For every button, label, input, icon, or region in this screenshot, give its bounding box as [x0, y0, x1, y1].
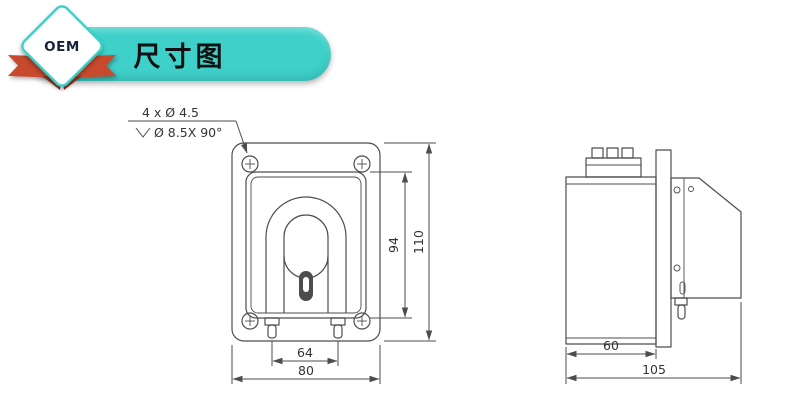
pump-housing-outer	[245, 171, 367, 319]
terminal-block	[585, 157, 642, 178]
left-nozzle-tube	[267, 324, 277, 339]
pump-head-screw	[688, 186, 694, 192]
terminal-pin	[591, 147, 604, 159]
hole-callout: 4 x Ø 4.5 Ø 8.5X 90°	[128, 105, 248, 154]
right-nozzle-collar	[330, 317, 346, 326]
screw-hole-circle	[241, 155, 259, 173]
screw-hole-circle	[353, 155, 371, 173]
side-nozzle-tube	[677, 304, 686, 320]
oem-diamond	[21, 5, 103, 87]
terminal-pin	[606, 147, 619, 159]
callout-line1: 4 x Ø 4.5	[142, 105, 199, 120]
side-view	[565, 147, 742, 348]
screw-hole-circle	[241, 312, 259, 330]
front-view-dimensions: 94 110 64 80	[231, 142, 436, 384]
pump-head-slot	[679, 281, 686, 295]
screw-hole-top-right	[353, 155, 371, 173]
flange-plate	[655, 149, 672, 348]
screw-hole-bottom-left	[241, 312, 259, 330]
side-nozzle-collar	[674, 297, 688, 306]
screw-hole-circle	[353, 312, 371, 330]
dim-text-housing-height: 94	[386, 237, 401, 253]
pump-head-profile	[670, 177, 742, 299]
terminal-pin	[621, 147, 634, 159]
oem-diamond-outline	[21, 5, 103, 87]
dim-text-overall-length: 105	[642, 362, 666, 377]
oem-badge: OEM	[8, 5, 116, 90]
clamp-keyhole-slot	[303, 277, 309, 292]
flange-screw-top	[673, 186, 681, 194]
front-view	[231, 142, 381, 342]
right-nozzle-tube	[333, 324, 343, 339]
mounting-plate-outline	[231, 142, 381, 342]
left-nozzle-collar	[264, 317, 280, 326]
callout-line2: Ø 8.5X 90°	[154, 125, 222, 140]
screw-hole-top-left	[241, 155, 259, 173]
dim-text-nozzle-spacing: 64	[297, 345, 313, 360]
page-title: 尺寸图	[133, 41, 227, 73]
dim-text-overall-width: 80	[298, 363, 314, 378]
rotor-island-top-arc	[283, 214, 329, 238]
oem-badge-label: OEM	[44, 39, 80, 55]
screw-hole-bottom-right	[353, 312, 371, 330]
dim-text-body-length: 60	[603, 338, 619, 353]
leader-arrow	[235, 120, 248, 154]
side-view-dimensions: 60 105	[565, 302, 742, 384]
flange-screw-bottom	[673, 264, 681, 272]
dim-text-overall-height: 110	[411, 230, 426, 254]
pump-housing-inner	[250, 176, 362, 314]
countersink-icon	[135, 127, 151, 138]
motor-body	[565, 176, 657, 345]
tube-channel-outer	[265, 196, 347, 313]
